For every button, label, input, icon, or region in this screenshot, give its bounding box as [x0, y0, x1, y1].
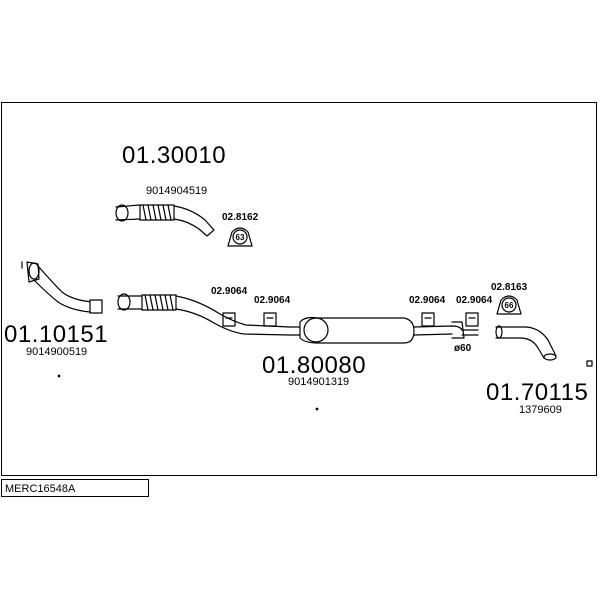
- hanger-c-drawing: [421, 312, 435, 327]
- front-pipe-alt-drawing: [115, 204, 215, 237]
- rear-pipe-drawing: [461, 325, 593, 367]
- diagram-frame: [1, 102, 597, 476]
- oe-no-front-pipe: 9014900519: [26, 346, 88, 358]
- hanger-b-part-no: 02.9064: [254, 295, 291, 306]
- oe-no-middle-silencer: 9014901319: [288, 376, 350, 388]
- flex-pipe-drawing: [117, 293, 291, 336]
- oe-no-rear-silencer: 1379609: [519, 404, 562, 416]
- oe-no-front-pipe-alt: 9014904519: [146, 185, 208, 197]
- clamp-66-drawing: [496, 295, 522, 315]
- hanger-a-part-no: 02.9064: [211, 286, 248, 297]
- middle-silencer-drawing: [289, 316, 465, 344]
- hanger-a-drawing: [222, 312, 236, 327]
- diagram-code: MERC16548A: [1, 479, 149, 497]
- diameter-note: ø60: [454, 343, 472, 354]
- part-no-middle-silencer: 01.80080: [262, 352, 367, 379]
- hanger-d-drawing: [465, 312, 479, 327]
- part-no-rear-silencer: 01.70115: [486, 379, 589, 406]
- clamp-63-part-no: 02.8162: [222, 212, 259, 223]
- front-pipe-drawing: [21, 261, 103, 314]
- hanger-c-part-no: 02.9064: [409, 295, 446, 306]
- clamp-63-size: 63: [236, 233, 245, 242]
- hanger-d-part-no: 02.9064: [456, 295, 493, 306]
- clamp-66-part-no: 02.8163: [491, 282, 528, 293]
- part-no-front-pipe-alt: 01.30010: [122, 142, 227, 169]
- clamp-63-drawing: [227, 227, 253, 247]
- clamp-66-size: 66: [505, 301, 514, 310]
- hanger-b-drawing: [263, 312, 277, 327]
- part-no-front-pipe: 01.10151: [4, 321, 109, 348]
